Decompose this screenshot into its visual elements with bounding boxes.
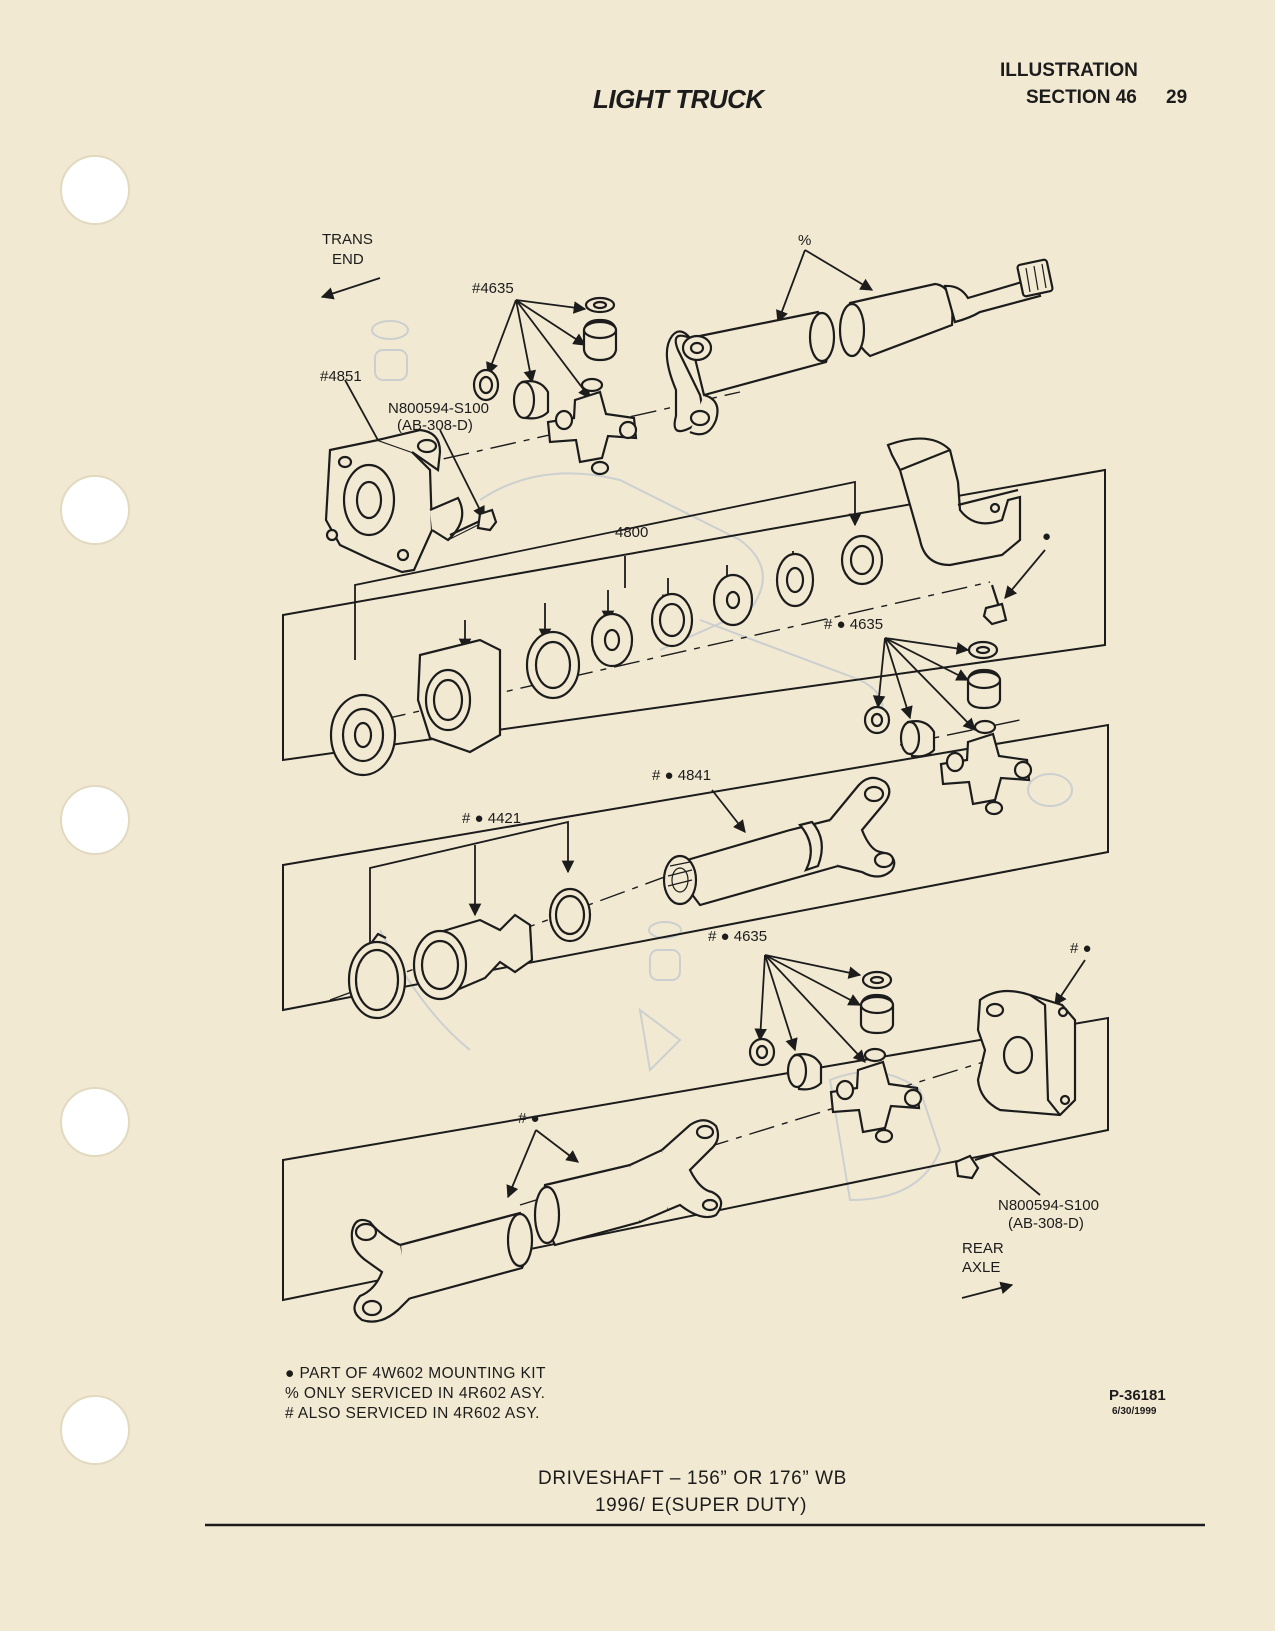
callout-percent: % — [798, 232, 812, 249]
callout-flange-rear: # ● — [1070, 940, 1092, 957]
parts — [324, 258, 1077, 1323]
bolt-top — [447, 508, 498, 541]
dust-boot-parts — [347, 887, 592, 1020]
flange-yoke-front — [324, 428, 464, 574]
ujoint-set-low — [748, 970, 923, 1144]
illustration-label: ILLUSTRATION — [1000, 60, 1138, 81]
callout-4421: # ● 4421 — [462, 810, 522, 827]
assembly-outline-boxes — [282, 468, 1109, 1302]
trans-end-label-line2: END — [332, 251, 364, 268]
front-tube-shaft — [665, 258, 1054, 436]
callout-bolt-bottom-line1: N800594-S100 — [998, 1197, 1099, 1214]
caption-line2: 1996/ E(SUPER DUTY) — [595, 1495, 808, 1516]
callout-4841: # ● 4841 — [652, 767, 712, 784]
section-label: SECTION 46 — [1026, 87, 1137, 108]
callout-dot: ● — [1042, 528, 1052, 545]
figure-number: P-36181 — [1109, 1387, 1166, 1404]
caption-line1: DRIVESHAFT – 156” OR 176” WB — [538, 1468, 847, 1489]
ujoint-set-top — [472, 296, 638, 476]
callout-4635-top: #4635 — [472, 280, 514, 297]
slip-yoke-4841 — [662, 776, 896, 907]
legend-item-mounting-kit: ● PART OF 4W602 MOUNTING KIT — [285, 1365, 546, 1382]
figure-date: 6/30/1999 — [1112, 1406, 1157, 1417]
rear-tube-shaft — [350, 1119, 723, 1323]
rear-axle-label-line2: AXLE — [962, 1259, 1001, 1276]
flange-yoke-rear — [976, 989, 1077, 1117]
center-bearing-bracket — [886, 437, 1022, 567]
callout-4800: 4800 — [615, 524, 649, 541]
callout-shaft-rear: # ● — [518, 1110, 540, 1127]
callout-bolt-bottom-line2: (AB-308-D) — [1008, 1215, 1084, 1232]
ujoint-set-mid — [863, 640, 1033, 816]
legend-item-also-serviced: # ALSO SERVICED IN 4R602 ASY. — [285, 1405, 540, 1422]
callout-bolt-top-line2: (AB-308-D) — [397, 417, 473, 434]
page-number: 29 — [1166, 87, 1188, 108]
callout-bolt-top-line1: N800594-S100 — [388, 400, 489, 417]
binder-holes — [60, 155, 130, 1465]
page-title: LIGHT TRUCK — [593, 84, 764, 114]
callout-4635-low: # ● 4635 — [708, 928, 768, 945]
callout-4851: #4851 — [320, 368, 362, 385]
bracket-bolt — [982, 584, 1008, 626]
trans-end-label-line1: TRANS — [322, 231, 373, 248]
center-bearing-parts — [329, 534, 884, 777]
callout-4635-mid: # ● 4635 — [824, 616, 884, 633]
legend-item-only-serviced: % ONLY SERVICED IN 4R602 ASY. — [285, 1385, 546, 1402]
rear-axle-label-line1: REAR — [962, 1240, 1004, 1257]
bolt-bottom — [954, 1150, 1001, 1180]
